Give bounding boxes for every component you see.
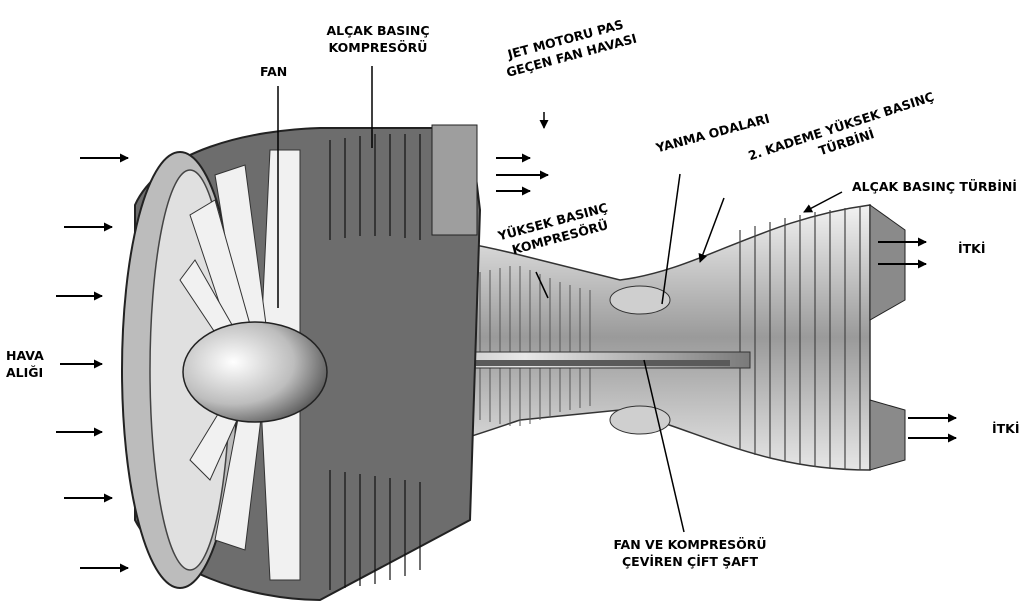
intake-arrows xyxy=(56,158,128,568)
air-intake-label: HAVA ALIĞI xyxy=(6,347,44,381)
thrust-lower-label: İTKİ xyxy=(992,420,1020,437)
lp-compressor-label: ALÇAK BASINÇ KOMPRESÖRÜ xyxy=(322,22,434,56)
air-intake-label-line2: ALIĞI xyxy=(6,364,44,381)
twin-shaft-label-line2: ÇEVİREN ÇİFT ŞAFT xyxy=(606,553,774,570)
fan-nacelle xyxy=(122,125,480,600)
bypass-arrows xyxy=(496,158,548,191)
twin-shaft-label-line1: FAN VE KOMPRESÖRÜ xyxy=(606,536,774,553)
thrust-upper-label: İTKİ xyxy=(958,240,986,257)
lp-turbine-label: ALÇAK BASINÇ TÜRBİNİ xyxy=(852,178,1017,195)
lp-compressor-label-line2: KOMPRESÖRÜ xyxy=(322,39,434,56)
lp-compressor-label-line1: ALÇAK BASINÇ xyxy=(322,22,434,39)
air-intake-label-line1: HAVA xyxy=(6,347,44,364)
fan-label: FAN xyxy=(260,63,287,80)
lp-turbine-leader xyxy=(804,192,842,212)
twin-shaft-label: FAN VE KOMPRESÖRÜ ÇEVİREN ÇİFT ŞAFT xyxy=(606,536,774,570)
